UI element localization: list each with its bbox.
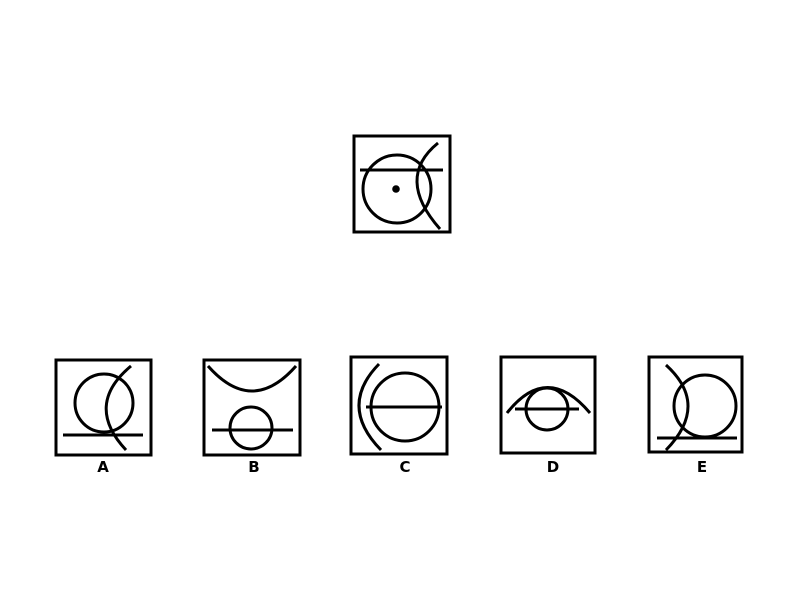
question-arc <box>415 141 442 230</box>
option-a-circle <box>73 372 135 434</box>
option-a-frame <box>54 358 153 457</box>
option-d-label: D <box>547 458 559 476</box>
option-d-frame <box>499 355 597 455</box>
question-dot <box>392 185 400 193</box>
option-b[interactable]: B <box>202 358 302 476</box>
option-b-circle <box>228 405 274 451</box>
option-e[interactable]: E <box>647 355 744 476</box>
option-e-label: E <box>697 458 707 476</box>
question-circle <box>361 153 433 225</box>
option-a-arc <box>104 364 132 452</box>
option-c-arc <box>357 362 383 452</box>
question-figure <box>352 134 452 234</box>
option-a[interactable]: A <box>54 358 153 476</box>
option-b-label: B <box>248 458 259 476</box>
option-c[interactable]: C <box>349 355 449 476</box>
option-c-frame <box>349 355 449 456</box>
option-b-frame <box>202 358 302 457</box>
option-d-arc <box>505 386 592 414</box>
option-c-label: C <box>399 458 410 476</box>
option-d[interactable]: D <box>499 355 597 476</box>
option-b-arc <box>206 365 298 393</box>
option-e-arc <box>664 363 690 452</box>
question-frame <box>352 134 452 234</box>
option-a-label: A <box>97 458 109 476</box>
option-e-frame <box>647 355 744 454</box>
